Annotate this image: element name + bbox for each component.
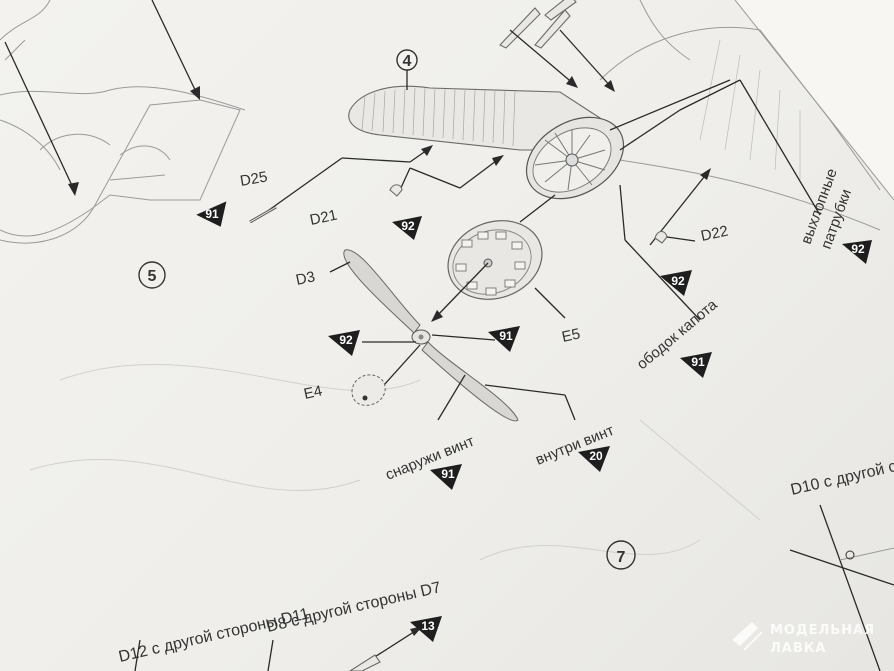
e5-arrow <box>434 262 489 319</box>
svg-text:91: 91 <box>499 329 513 343</box>
paint-marker-92-d: 92 <box>328 330 360 356</box>
watermark: МОДЕЛЬНАЯ ЛАВКА <box>732 622 875 656</box>
wing-arrows-left <box>4 0 200 196</box>
label-prop-inside: внутри винт <box>533 422 616 469</box>
e5-arrowhead <box>431 310 443 322</box>
label-d25: D25 <box>239 168 269 190</box>
label-e4: E4 <box>302 382 323 402</box>
watermark-line2: ЛАВКА <box>770 641 826 656</box>
part-e4 <box>351 374 386 406</box>
label-e5: E5 <box>560 325 581 345</box>
bottom-leaders <box>134 504 894 671</box>
svg-text:91: 91 <box>441 467 455 481</box>
svg-text:13: 13 <box>421 619 435 633</box>
step-4-number: 4 <box>403 53 412 70</box>
svg-text:92: 92 <box>339 333 353 347</box>
paint-marker-20: 20 <box>578 446 610 472</box>
svg-text:92: 92 <box>401 219 415 233</box>
part-d22 <box>654 230 696 244</box>
paint-marker-91-d: 91 <box>430 464 462 490</box>
label-prop-outside: снаружи винт <box>383 433 477 484</box>
label-d21: D21 <box>308 207 338 229</box>
step-7-number: 7 <box>617 549 626 566</box>
svg-text:91: 91 <box>205 207 219 221</box>
label-d22: D22 <box>699 223 729 245</box>
upper-wing <box>348 85 601 151</box>
e5-leader <box>534 287 566 319</box>
step-5-number: 5 <box>148 268 157 285</box>
paint-marker-92-c: 92 <box>842 240 872 264</box>
paint-marker-91-b: 91 <box>488 326 520 352</box>
paint-marker-91-c: 91 <box>680 352 712 378</box>
step-5-marker: 5 <box>138 261 166 289</box>
label-d10-note: D10 с другой с <box>789 458 894 499</box>
step-7-marker: 7 <box>606 540 636 570</box>
svg-text:92: 92 <box>851 242 865 256</box>
part-d25 <box>249 205 277 224</box>
fuselage <box>599 0 881 231</box>
step-4-marker: 4 <box>396 49 418 90</box>
engine-cowling <box>525 116 625 200</box>
paint-marker-92-b: 92 <box>660 270 692 296</box>
paint-marker-13: 13 <box>410 616 442 642</box>
part-e5 <box>447 220 543 300</box>
svg-text:91: 91 <box>691 355 705 369</box>
paint-marker-91-a: 91 <box>196 201 227 227</box>
svg-text:92: 92 <box>671 274 685 288</box>
watermark-logo-icon <box>732 622 763 651</box>
label-d8-note: D8 с другой стороны D7 <box>265 579 443 636</box>
exhaust-pipes <box>499 0 615 92</box>
propeller-d3 <box>343 249 519 422</box>
paint-marker-92-a: 92 <box>392 216 422 240</box>
part-d21 <box>389 184 403 197</box>
watermark-line1: МОДЕЛЬНАЯ <box>770 623 875 638</box>
svg-text:20: 20 <box>589 449 603 463</box>
label-d3: D3 <box>294 268 316 289</box>
wing-drawing-left <box>0 0 246 244</box>
